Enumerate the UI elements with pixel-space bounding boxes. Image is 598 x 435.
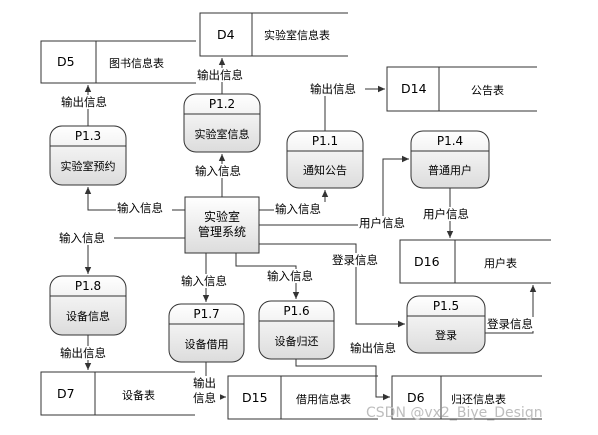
flow-label-output-d6: 输出信息 <box>350 341 396 355</box>
flow-label-login-info-d16: 登录信息 <box>487 317 533 331</box>
store-d16-name: 用户表 <box>484 257 517 270</box>
store-d7-name: 设备表 <box>122 389 155 402</box>
store-d15-id: D15 <box>242 390 268 405</box>
process-p1-4-id: P1.4 <box>436 134 464 148</box>
flow-label-user-info-d16: 用户信息 <box>423 207 469 221</box>
flow-label-input-p1-1: 输入信息 <box>275 202 321 216</box>
flow-label-output-d4: 输出信息 <box>197 68 243 82</box>
flow-p1-5-to-d16 <box>485 285 537 334</box>
store-d6-name: 归还信息表 <box>451 393 506 406</box>
flow-p1-6-to-d6 <box>295 359 390 401</box>
process-p1-5-box <box>406 295 486 354</box>
flow-center-to-p1-4 <box>259 155 409 226</box>
store-d15-name: 借用信息表 <box>296 393 351 406</box>
store-d7 <box>40 371 195 416</box>
store-d5-id: D5 <box>57 54 75 69</box>
process-p1-2-name: 实验室信息 <box>194 128 250 141</box>
process-p1-5-name: 登录 <box>435 329 457 342</box>
store-d4-id: D4 <box>217 27 235 42</box>
store-d15 <box>227 375 378 420</box>
store-d16-id: D16 <box>414 254 440 269</box>
store-d14 <box>386 66 537 112</box>
process-p1-6-id: P1.6 <box>283 304 310 318</box>
process-p1-4-name: 普通用户 <box>428 164 472 177</box>
process-p1-7-name: 设备借用 <box>184 338 229 351</box>
store-d5 <box>40 40 196 84</box>
store-d14-id: D14 <box>401 81 427 96</box>
process-p1-1-name: 通知公告 <box>303 164 347 177</box>
process-p1-5-id: P1.5 <box>432 299 460 313</box>
store-d5-name: 图书信息表 <box>109 57 164 70</box>
flow-center-to-p1-5 <box>259 243 405 328</box>
flow-label-input-p1-2: 输入信息 <box>195 164 241 178</box>
store-d14-name: 公告表 <box>471 84 504 97</box>
flow-label-input-p1-7: 输入信息 <box>181 274 227 288</box>
flow-label-input-p1-8: 输入信息 <box>59 231 105 245</box>
store-d4 <box>199 12 348 57</box>
flow-label-output-d5: 输出信息 <box>61 95 107 109</box>
flow-label-output-d14: 输出信息 <box>310 82 356 96</box>
flow-label-input-p1-3: 输入信息 <box>117 201 163 215</box>
process-p1-8-name: 设备信息 <box>66 310 110 323</box>
store-d6 <box>391 375 542 420</box>
store-d4-name: 实验室信息表 <box>264 29 330 42</box>
process-p1-8-id: P1.8 <box>74 279 102 293</box>
process-p1-3-name: 实验室预约 <box>60 160 116 173</box>
process-p1-2-id: P1.2 <box>208 97 236 111</box>
process-p1-7-id: P1.7 <box>193 307 220 321</box>
watermark-text: CSDN @vx2_Biye_Design <box>366 405 543 421</box>
store-d7-id: D7 <box>57 386 75 401</box>
process-p1-3-id: P1.3 <box>74 129 102 143</box>
process-p1-2-box <box>183 93 261 153</box>
store-d16 <box>399 239 551 284</box>
flow-label-output-d7: 输出信息 <box>60 346 106 360</box>
center-system-name: 实验室 管理系统 <box>197 210 246 239</box>
flow-label-user-info-center: 用户信息 <box>359 216 405 230</box>
flow-label-input-p1-6: 输入信息 <box>267 269 313 283</box>
flow-label-login-info-center: 登录信息 <box>332 253 378 267</box>
flow-label-output-d15-line1: 输出 <box>193 376 216 390</box>
store-d6-id: D6 <box>407 390 425 405</box>
process-p1-6-name: 设备归还 <box>274 335 319 348</box>
process-p1-1-id: P1.1 <box>311 134 339 148</box>
flow-label-output-d15-line2: 信息 <box>193 391 216 405</box>
